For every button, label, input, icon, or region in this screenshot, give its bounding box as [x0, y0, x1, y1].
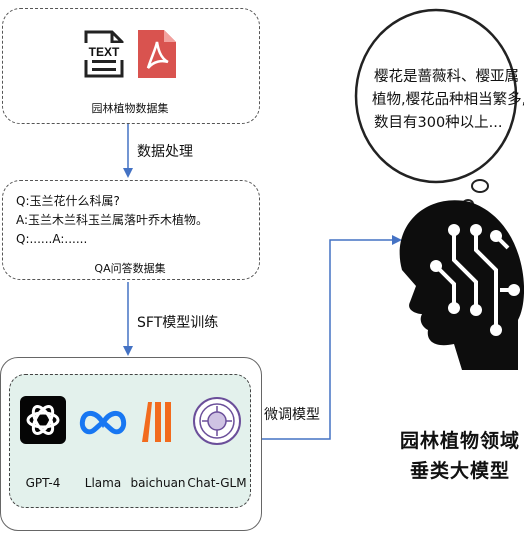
result-title-line-1: 园林植物领域 — [400, 430, 521, 452]
bubble-line-1: 樱花是蔷薇科、樱亚属 — [374, 69, 519, 85]
pdf-document-icon — [138, 30, 176, 78]
bubble-line-3: 数目有300种以上... — [374, 115, 503, 131]
tsinghua-seal-icon — [192, 396, 242, 446]
model-name-llama: Llama — [84, 476, 122, 490]
qa-line-ellipsis: Q:......A:...... — [16, 232, 88, 246]
sft-training-label: SFT模型训练 — [137, 315, 219, 331]
qa-line-question: Q:玉兰花什么科属? — [16, 194, 120, 208]
qa-dataset-box — [2, 180, 260, 280]
svg-text:TEXT: TEXT — [89, 45, 120, 59]
meta-infinity-icon — [78, 408, 128, 438]
dataset-caption: 园林植物数据集 — [91, 102, 169, 115]
bubble-line-2: 植物,樱花品种相当繁多, — [372, 92, 524, 108]
result-title-line-2: 垂类大模型 — [409, 460, 510, 482]
baichuan-logo-icon — [140, 400, 176, 444]
ai-head-icon — [396, 190, 524, 380]
model-name-gpt4: GPT-4 — [25, 476, 61, 490]
model-name-baichuan: baichuan — [130, 476, 186, 490]
dataset-box — [2, 8, 260, 124]
arrow-models-to-brain — [262, 235, 402, 440]
openai-logo-icon — [20, 396, 66, 444]
qa-line-answer: A:玉兰木兰科玉兰属落叶乔木植物。 — [16, 213, 209, 227]
finetune-label: 微调模型 — [264, 407, 320, 423]
text-document-icon: TEXT — [84, 30, 124, 78]
model-name-chatglm: Chat-GLM — [187, 476, 247, 490]
data-processing-label: 数据处理 — [137, 144, 193, 160]
qa-caption: QA问答数据集 — [94, 262, 166, 275]
